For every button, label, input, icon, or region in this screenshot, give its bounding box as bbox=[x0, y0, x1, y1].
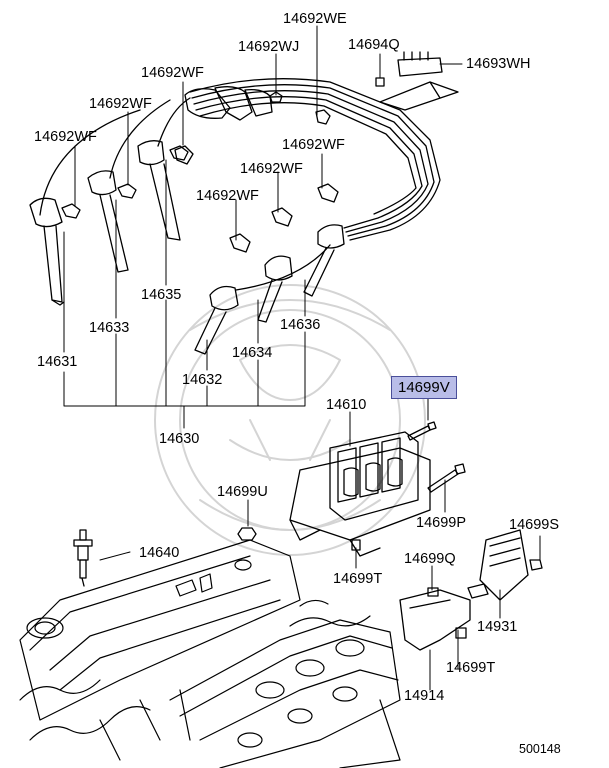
part-label-14692WF[interactable]: 14692WF bbox=[282, 137, 345, 153]
spark-plug bbox=[73, 529, 93, 587]
part-label-14693WH[interactable]: 14693WH bbox=[466, 56, 531, 72]
part-label-14692WF[interactable]: 14692WF bbox=[34, 129, 97, 145]
part-label-14931[interactable]: 14931 bbox=[477, 619, 518, 635]
crank-angle-sensor bbox=[479, 529, 543, 601]
part-label-14631[interactable]: 14631 bbox=[37, 354, 78, 370]
part-label-14699S[interactable]: 14699S bbox=[509, 517, 559, 533]
part-label-14636[interactable]: 14636 bbox=[280, 317, 321, 333]
engine-cylinder-head bbox=[19, 539, 401, 768]
part-label-14699Q[interactable]: 14699Q bbox=[404, 551, 456, 567]
part-label-14692WF[interactable]: 14692WF bbox=[196, 188, 259, 204]
part-label-14692WJ[interactable]: 14692WJ bbox=[238, 39, 300, 55]
wire-clamp-bracket bbox=[375, 51, 459, 111]
ignition-coil-wires-lower bbox=[194, 183, 345, 355]
part-label-14634[interactable]: 14634 bbox=[232, 345, 273, 361]
part-label-14610[interactable]: 14610 bbox=[326, 397, 367, 413]
part-label-14699T[interactable]: 14699T bbox=[333, 571, 383, 587]
part-label-14694Q[interactable]: 14694Q bbox=[348, 37, 400, 53]
part-label-14633[interactable]: 14633 bbox=[89, 320, 130, 336]
watermark-seal bbox=[154, 284, 426, 556]
part-label-14630[interactable]: 14630 bbox=[159, 431, 200, 447]
part-label-14632[interactable]: 14632 bbox=[182, 372, 223, 388]
part-label-14692WF[interactable]: 14692WF bbox=[240, 161, 303, 177]
plug-wire-bundle bbox=[174, 78, 441, 241]
part-label-14692WF[interactable]: 14692WF bbox=[89, 96, 152, 112]
ignition-coil-assembly bbox=[237, 421, 466, 557]
part-label-14635[interactable]: 14635 bbox=[141, 287, 182, 303]
ignition-coil-wires-left bbox=[29, 97, 191, 306]
part-label-14699T[interactable]: 14699T bbox=[446, 660, 496, 676]
part-label-14640[interactable]: 14640 bbox=[139, 545, 180, 561]
leader-lines-coil bbox=[99, 397, 541, 691]
part-label-14692WE[interactable]: 14692WE bbox=[283, 11, 347, 27]
leader-lines-upper bbox=[63, 25, 463, 429]
diagram-code: 500148 bbox=[519, 742, 561, 756]
part-label-14699U[interactable]: 14699U bbox=[217, 484, 268, 500]
sensor-bracket bbox=[399, 583, 489, 651]
part-label-14699P[interactable]: 14699P bbox=[416, 515, 466, 531]
part-label-14692WF[interactable]: 14692WF bbox=[141, 65, 204, 81]
part-label-14914[interactable]: 14914 bbox=[404, 688, 445, 704]
part-label-14699V-highlighted[interactable]: 14699V bbox=[391, 376, 457, 399]
